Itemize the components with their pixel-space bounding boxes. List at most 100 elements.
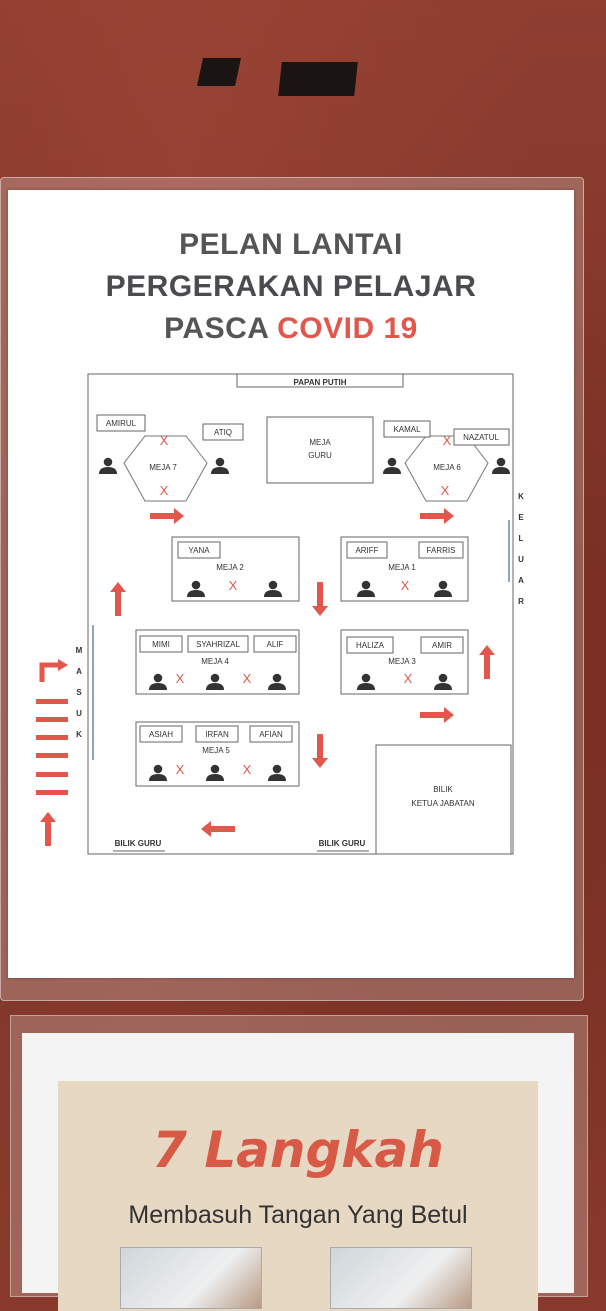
floor-plan-poster: PELAN LANTAI PERGERAKAN PELAJAR PASCA CO… <box>8 190 574 978</box>
exit-letter: A <box>518 576 524 585</box>
teacher-desk-label-1: MEJA <box>309 438 331 447</box>
exit-letter: L <box>519 534 524 543</box>
table-label: MEJA 6 <box>433 463 461 472</box>
entry-stripe <box>36 699 68 704</box>
poster-title-line2: PERGERAKAN PELAJAR <box>105 270 477 303</box>
entry-stripe <box>36 717 68 722</box>
teacher-desk-label-2: GURU <box>308 451 332 460</box>
arrow-up-icon <box>40 812 56 846</box>
name-tag <box>187 635 249 653</box>
arrow-left-icon <box>201 821 235 837</box>
name-tag <box>139 635 183 653</box>
step-count: 7 <box>152 1121 187 1179</box>
teacher-desk <box>266 416 374 484</box>
table-label: MEJA 7 <box>149 463 177 472</box>
name-tag <box>139 725 183 743</box>
x-mark: X <box>243 762 252 777</box>
student-name: AMIRUL <box>106 419 137 428</box>
name-tag <box>249 725 293 743</box>
x-mark: X <box>441 483 450 498</box>
student-name: HALIZA <box>356 641 385 650</box>
student-name: KAMAL <box>393 425 421 434</box>
student-name: ATIQ <box>214 428 232 437</box>
handwash-photo <box>120 1247 262 1309</box>
table-label: MEJA 5 <box>202 746 230 755</box>
table-meja7 <box>123 435 208 502</box>
exit-letter: U <box>518 555 524 564</box>
x-mark: X <box>229 578 238 593</box>
student-name: MIMI <box>152 640 170 649</box>
teacher-room-right: BILIK GURU <box>319 839 366 848</box>
x-mark: X <box>176 671 185 686</box>
student-name: ARIFF <box>355 546 378 555</box>
student-name: SYAHRIZAL <box>196 640 240 649</box>
whiteboard <box>236 373 404 388</box>
x-mark: X <box>404 671 413 686</box>
teacher-room-left: BILIK GURU <box>115 839 162 848</box>
handwash-photo <box>330 1247 472 1309</box>
paint-chip <box>197 58 241 86</box>
entry-letter: K <box>76 730 82 739</box>
table-label: MEJA 3 <box>388 657 416 666</box>
entry-stripe <box>36 790 68 795</box>
table-label: MEJA 4 <box>201 657 229 666</box>
arrow-up-icon <box>479 645 495 679</box>
name-tag <box>346 541 388 559</box>
title-accent: COVID 19 <box>277 312 418 345</box>
head-room-label-2: KETUA JABATAN <box>411 799 474 808</box>
paint-chip <box>278 62 358 96</box>
handwash-card: 7 Langkah Membasuh Tangan Yang Betul <box>58 1081 538 1311</box>
arrow-right-icon <box>150 508 184 524</box>
floor-plan-diagram: PAPAN PUTIH MEJA GURU AMIRUL ATIQ MEJA 7… <box>36 373 524 855</box>
student-name: NAZATUL <box>463 433 499 442</box>
student-name: FARRIS <box>427 546 456 555</box>
x-mark: X <box>160 433 169 448</box>
title-prefix: PASCA <box>164 312 278 345</box>
arrow-right-icon <box>420 707 454 723</box>
student-name: ASIAH <box>149 730 173 739</box>
entry-stripe <box>36 772 68 777</box>
name-tag <box>195 725 239 743</box>
student-name: AMIR <box>432 641 452 650</box>
langkah-heading: 7 Langkah <box>58 1121 538 1179</box>
person-icon <box>492 457 510 474</box>
exit-letter: R <box>518 597 524 606</box>
student-name: IRFAN <box>205 730 229 739</box>
arrow-down-icon <box>312 582 328 616</box>
entry-turn-arrow-icon <box>39 662 60 682</box>
head-of-department-room <box>375 744 512 855</box>
name-tag <box>453 428 510 446</box>
step-word: Langkah <box>204 1121 444 1179</box>
arrow-right-icon <box>420 508 454 524</box>
name-tag <box>346 636 394 654</box>
name-tag <box>96 414 146 432</box>
poster-title-line1: PELAN LANTAI <box>179 228 403 261</box>
entry-letter: S <box>76 688 82 697</box>
name-tag <box>202 423 244 441</box>
exit-letter: E <box>518 513 524 522</box>
name-tag <box>420 636 464 654</box>
name-tag <box>418 541 464 559</box>
x-mark: X <box>160 483 169 498</box>
entry-turn-arrowhead-icon <box>58 659 68 671</box>
exit-letter: K <box>518 492 524 501</box>
whiteboard-label: PAPAN PUTIH <box>293 378 346 387</box>
name-tag <box>253 635 297 653</box>
entry-stripe <box>36 753 68 758</box>
x-mark: X <box>443 433 452 448</box>
student-name: YANA <box>188 546 210 555</box>
table-label: MEJA 2 <box>216 563 244 572</box>
entry-letter: U <box>76 709 82 718</box>
poster-title-line3: PASCA COVID 19 <box>8 312 574 346</box>
person-icon <box>383 457 401 474</box>
arrow-up-icon <box>110 582 126 616</box>
table-label: MEJA 1 <box>388 563 416 572</box>
name-tag <box>177 541 221 559</box>
student-name: AFIAN <box>259 730 283 739</box>
arrow-down-icon <box>312 734 328 768</box>
x-mark: X <box>401 578 410 593</box>
handwash-poster: 7 Langkah Membasuh Tangan Yang Betul <box>22 1033 574 1311</box>
entry-stripe <box>36 735 68 740</box>
handwash-subtitle: Membasuh Tangan Yang Betul <box>128 1201 468 1229</box>
student-name: ALIF <box>267 640 284 649</box>
